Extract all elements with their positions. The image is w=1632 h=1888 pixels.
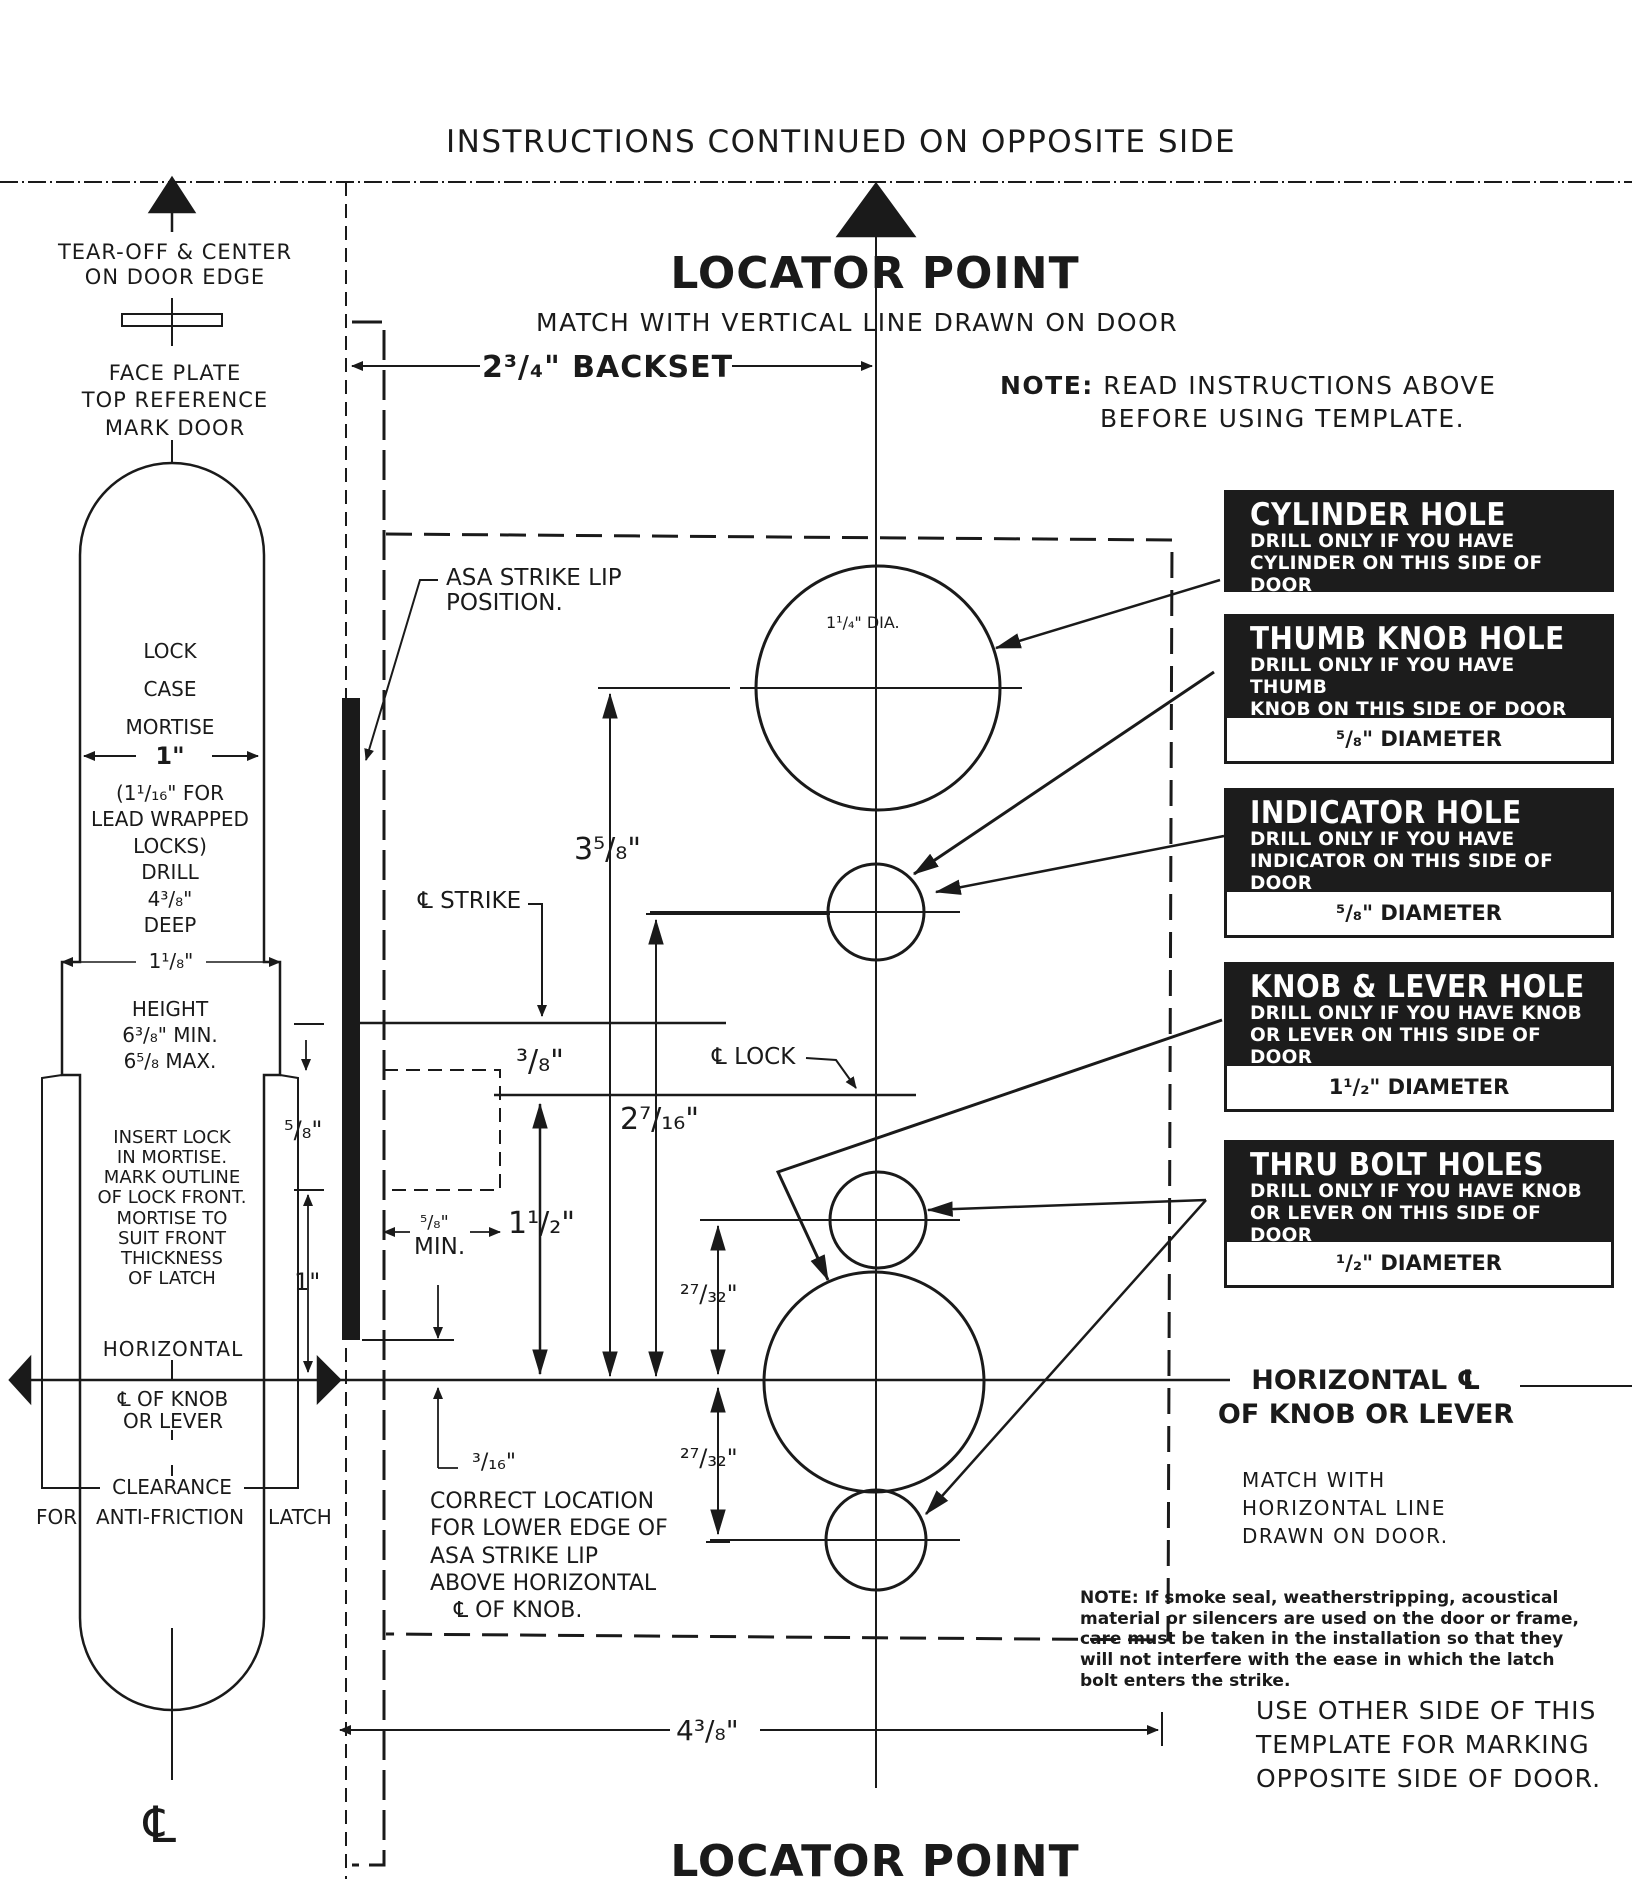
horizontal-left-label: HORIZONTAL bbox=[102, 1337, 244, 1361]
dim-27-32-lower: ²⁷/₃₂" bbox=[680, 1444, 738, 1472]
dim-1-1-8: 1¹/₈" bbox=[136, 949, 206, 974]
cylinder-hole-box: CYLINDER HOLE DRILL ONLY IF YOU HAVE CYL… bbox=[1224, 490, 1614, 596]
smoke-seal-note: NOTE: If smoke seal, weatherstripping, a… bbox=[1080, 1588, 1579, 1691]
knob-lever-hole-box: KNOB & LEVER HOLE DRILL ONLY IF YOU HAVE… bbox=[1224, 962, 1614, 1068]
dim-5-8-side: ⁵/₈" bbox=[284, 1116, 323, 1144]
centerline-symbol: ℄ bbox=[144, 1796, 177, 1854]
strike-plate-bar bbox=[342, 698, 360, 1340]
lock-case-outline bbox=[60, 461, 282, 1712]
locator-point-top: LOCATOR POINT bbox=[670, 248, 1080, 299]
locator-point-bottom: LOCATOR POINT bbox=[670, 1836, 1080, 1887]
cl-lock-label: ℄ LOCK bbox=[712, 1044, 796, 1070]
indicator-diameter: ⁵/₈" DIAMETER bbox=[1224, 892, 1614, 938]
dim-1in-mortise: 1" bbox=[140, 742, 200, 771]
knob-lever-hole bbox=[762, 1270, 986, 1494]
for-label: FOR bbox=[36, 1505, 78, 1529]
thru-bolt-holes-box: THRU BOLT HOLES DRILL ONLY IF YOU HAVE K… bbox=[1224, 1140, 1614, 1246]
dim-3-8: ³/₈" bbox=[516, 1044, 564, 1079]
dim-3-16: ³/₁₆" bbox=[472, 1450, 516, 1475]
horizontal-right-label: HORIZONTAL ℄OF KNOB OR LEVER bbox=[1217, 1365, 1515, 1431]
cylinder-diameter-label: 1¹/₄" DIA. bbox=[826, 613, 900, 632]
tearoff-arrowhead bbox=[147, 175, 197, 214]
anti-friction-label: ANTI-FRICTION bbox=[96, 1505, 245, 1529]
dim-2-7-16: 2⁷/₁₆" bbox=[620, 1102, 700, 1137]
dim-27-32-upper: ²⁷/₃₂" bbox=[680, 1280, 738, 1308]
cl-strike-label: ℄ STRIKE bbox=[418, 888, 522, 914]
dim-1-1-2: 1¹/₂" bbox=[508, 1206, 576, 1241]
knob-lever-diameter: 1¹/₂" DIAMETER bbox=[1224, 1066, 1614, 1112]
thumb-knob-diameter: ⁵/₈" DIAMETER bbox=[1224, 718, 1614, 764]
note-read-label: NOTE: READ INSTRUCTIONS ABOVE BEFORE USI… bbox=[1000, 371, 1497, 433]
indicator-hole-box: INDICATOR HOLE DRILL ONLY IF YOU HAVE IN… bbox=[1224, 788, 1614, 894]
dim-4-3-8: 4³/₈" bbox=[676, 1714, 739, 1747]
header-instructions: INSTRUCTIONS CONTINUED ON OPPOSITE SIDE bbox=[446, 124, 1237, 160]
latch-label: LATCH bbox=[268, 1505, 332, 1529]
clearance-label: CLEARANCE bbox=[100, 1475, 244, 1500]
dim-3-5-8: 3⁵/₈" bbox=[574, 832, 642, 867]
thru-bolt-diameter: ¹/₂" DIAMETER bbox=[1224, 1242, 1614, 1288]
dim-1-side: 1" bbox=[294, 1268, 321, 1296]
dashed-frame bbox=[385, 532, 1174, 1642]
thumb-knob-hole-box: THUMB KNOB HOLE DRILL ONLY IF YOU HAVE T… bbox=[1224, 614, 1614, 720]
min-label: MIN. bbox=[414, 1234, 466, 1260]
dim-5-8-min: ⁵/₈" bbox=[420, 1212, 449, 1233]
backset-label: 2³/₄" BACKSET bbox=[482, 350, 734, 385]
locator-top-subtitle: MATCH WITH VERTICAL LINE DRAWN ON DOOR bbox=[536, 308, 1179, 337]
